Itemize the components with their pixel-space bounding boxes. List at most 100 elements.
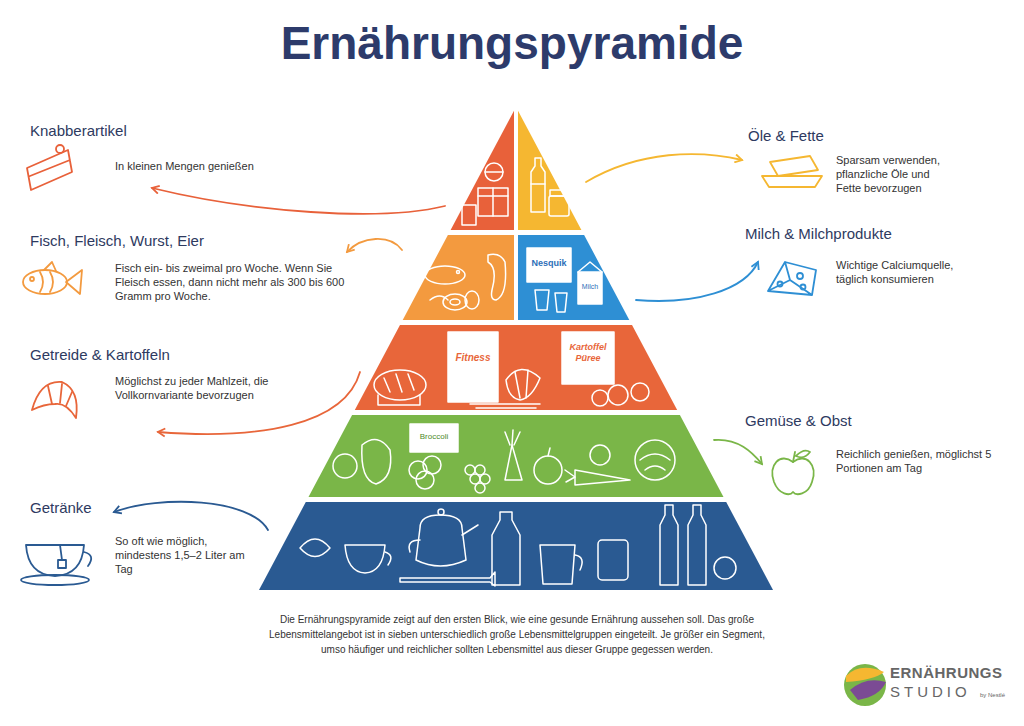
food-sketches-part: [443, 294, 467, 310]
logo-text: STUDIO: [890, 683, 980, 701]
food-sketches-part: [575, 555, 582, 570]
food-sketches-part: [608, 385, 628, 405]
callout-heading: Getreide & Kartoffeln: [30, 346, 280, 364]
food-sketches-part: [475, 483, 485, 493]
callout-icons-part-part: [762, 176, 822, 187]
product-label: Nesquik: [527, 258, 571, 269]
pyramid-bands-part: [309, 415, 724, 497]
food-sketches-part: [478, 188, 508, 216]
callout-icons-part-part: [768, 262, 816, 295]
callout-group: Getreide & KartoffelnMöglichst zu jeder …: [30, 346, 280, 402]
food-sketches-part: [578, 262, 602, 272]
callout-icons-part-part: [23, 270, 67, 294]
callout-icons-part-part: [32, 382, 77, 418]
brand-logo-part: [850, 680, 886, 700]
food-sketches-part: [488, 254, 506, 300]
food-sketches-part: [413, 267, 425, 283]
food-sketches-part: [438, 509, 444, 515]
product-label: Kartoffel Püree: [562, 342, 614, 364]
callout-icons-part-part: [40, 262, 56, 292]
food-sketches-part: [462, 205, 476, 225]
callout-heading: Knabberartikel: [30, 122, 290, 140]
food-sketches-part: [378, 395, 420, 405]
callout-body: Fisch ein- bis zweimal pro Woche. Wenn S…: [115, 261, 347, 303]
callout-icons-part: [21, 545, 91, 585]
callout-heading: Öle & Fette: [748, 127, 954, 145]
food-sketches-part: [506, 369, 540, 400]
food-sketches-part: [478, 188, 508, 216]
pyramid-bands-part: [516, 107, 581, 230]
leader-arrows-part: [114, 502, 268, 530]
food-sketches-part: [485, 163, 503, 181]
food-sketches-part: [385, 552, 391, 565]
product-label: Fitness: [448, 352, 498, 364]
food-sketches-part: [531, 183, 545, 185]
leader-arrows-part: [347, 239, 402, 252]
callout-group: Gemüse & ObstReichlich genießen, möglich…: [745, 412, 999, 475]
callout-heading: Getränke: [30, 499, 250, 517]
callout-icons-part-part: [770, 156, 818, 176]
callout-icons-part-part: [56, 145, 64, 153]
food-sketches-part: [635, 440, 675, 480]
food-sketches-part: [505, 430, 520, 445]
food-sketches-part: [549, 196, 569, 216]
brand-logo: [844, 664, 886, 706]
callout-icons-part-part: [48, 384, 72, 406]
food-sketches-part: [578, 272, 602, 304]
leader-arrows-part: [152, 188, 445, 214]
callout-icons-part-part: [27, 150, 72, 190]
food-sketches-part: [492, 512, 520, 585]
food-sketches-part: [416, 471, 434, 489]
pyramid-bands-part: [355, 325, 677, 410]
callout-icons-part: [772, 451, 813, 494]
food-sketches-part: [550, 190, 568, 196]
food-sketches-part: [416, 515, 466, 566]
food-sketches-part: [562, 332, 614, 384]
callout-body: Möglichst zu jeder Mahlzeit, die Vollkor…: [115, 374, 280, 402]
callout-icons-part-part: [778, 282, 783, 287]
callout-heading: Gemüse & Obst: [745, 412, 999, 430]
callout-icons-part: [27, 145, 72, 190]
food-sketches-part: [592, 390, 608, 406]
callout-group: Fisch, Fleisch, Wurst, EierFisch ein- bi…: [30, 232, 347, 303]
food-sketches-part: [374, 370, 426, 400]
food-sketches-part: [400, 572, 495, 586]
food-sketches-part: [714, 557, 736, 579]
callout-body: So oft wie möglich, mindestens 1,5–2 Lit…: [115, 534, 250, 576]
food-sketches-part: [527, 248, 571, 282]
product-label: Broccoli: [410, 432, 458, 442]
callout-icons-part-part: [793, 451, 810, 462]
leader-arrows-part: [636, 262, 758, 301]
callout-icons-part: [762, 156, 822, 187]
pyramid-bands-part: [403, 235, 516, 320]
callout-icons-part: [768, 262, 816, 295]
food-sketches-part: [362, 440, 391, 484]
food-sketches-part: [505, 445, 522, 480]
food-sketches-part: [640, 454, 670, 470]
callout-icons-part-part: [797, 273, 803, 279]
callout-icons-part-part: [60, 545, 62, 560]
pyramid-bands-part: [259, 502, 773, 590]
food-sketches-part: [457, 271, 460, 274]
food-sketches-part: [300, 539, 330, 557]
food-sketches-part: [555, 293, 567, 312]
food-sketches: [300, 158, 736, 586]
food-sketches-part: [425, 266, 465, 284]
food-sketches-part: [631, 383, 649, 401]
food-sketches-part: [470, 404, 540, 408]
food-sketches-part: [540, 545, 575, 584]
food-sketches-part: [548, 448, 550, 456]
food-sketches-part: [384, 374, 414, 392]
callout-icons-part-part: [772, 459, 813, 495]
food-sketches-part: [660, 505, 678, 585]
callout-icons-part-part: [30, 277, 34, 281]
pyramid-bands: [259, 100, 773, 590]
food-sketches-part: [333, 454, 357, 478]
leader-arrows-part: [714, 440, 762, 464]
callout-icons-part-part: [26, 545, 84, 576]
food-sketches-part: [409, 525, 478, 552]
food-sketches-part: [531, 158, 545, 212]
callout-icons-part-part: [58, 560, 66, 568]
callout-icons-part: [32, 382, 77, 418]
